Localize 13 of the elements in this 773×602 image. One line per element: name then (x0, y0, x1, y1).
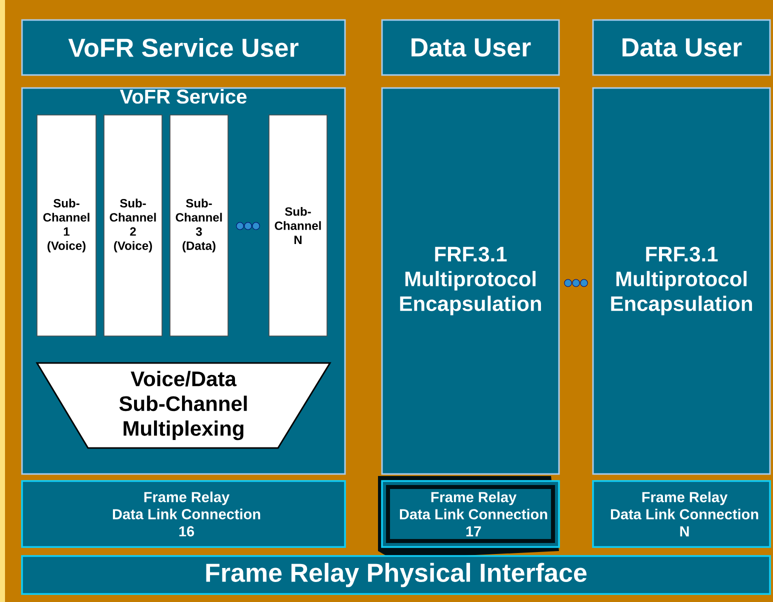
encapsulation-box: FRF.3.1 Multiprotocol Encapsulation (381, 87, 560, 475)
layer-header-box: Data User (592, 19, 771, 76)
layer-header-box: VoFR Service User (21, 19, 346, 76)
sub-channel-box: Sub-Channel 3 (Data) (170, 114, 228, 336)
connection-box: Frame Relay Data Link Connection 16 (21, 480, 346, 548)
sub-channel-box: Sub-Channel 2 (Voice) (104, 114, 162, 336)
encapsulation-box: FRF.3.1 Multiprotocol Encapsulation (592, 87, 771, 475)
sub-channel-box: Sub-Channel N (268, 114, 328, 336)
layer-header-box: Data User (381, 19, 560, 76)
connection-box: Frame Relay Data Link Connection 17 (378, 476, 560, 559)
sub-channel-box: Sub-Channel 1 (Voice) (36, 114, 96, 336)
connection-box: Frame Relay Data Link Connection N (592, 480, 771, 548)
interface-bar: Frame Relay Physical Interface (21, 555, 771, 595)
